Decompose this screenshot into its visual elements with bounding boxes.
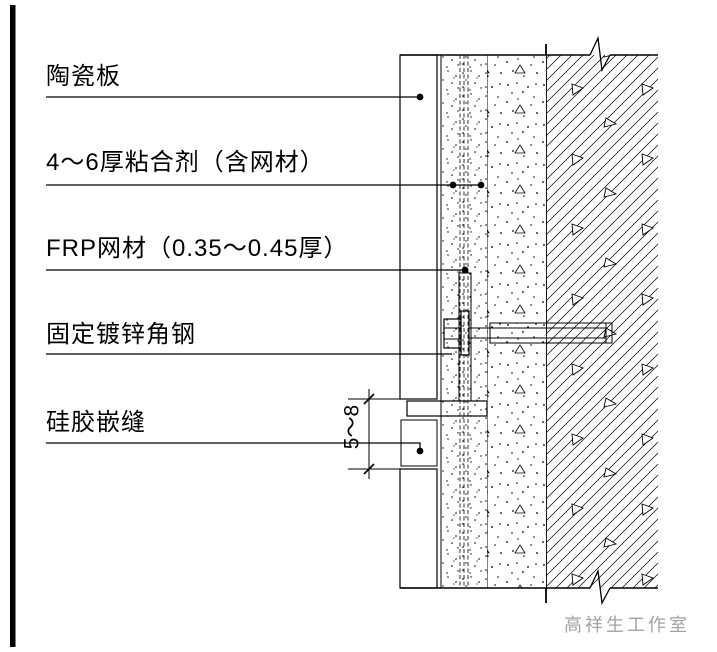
- bolt-head: [443, 318, 462, 349]
- annotation-labels: 陶瓷板 4～6厚粘合剂（含网材） FRP网材（0.35～0.45厚） 固定镀锌角…: [46, 63, 348, 436]
- dimension-joint: 5～8: [341, 389, 400, 479]
- label-angle-steel: 固定镀锌角钢: [46, 321, 196, 348]
- label-adhesive: 4～6厚粘合剂（含网材）: [46, 149, 325, 176]
- dimension-tick-top: [363, 393, 375, 405]
- break-line-bottom: [589, 568, 611, 606]
- leader-lines: [46, 93, 485, 455]
- break-line-top: [589, 35, 611, 73]
- left-border-bar: [10, 5, 16, 647]
- marker-dot-frp-mesh: [461, 266, 469, 274]
- leveling-layer: [486, 55, 546, 588]
- marker-dot-ceramic-panel: [416, 93, 424, 101]
- angle-steel-horizontal-leg: [406, 400, 488, 417]
- leader-silicone-seal: [46, 442, 421, 449]
- anchor-sleeve: [489, 322, 613, 344]
- dimension-tick-bottom: [363, 463, 375, 475]
- marker-dot-adhesive-1: [449, 181, 457, 189]
- anchor-bolt: [443, 310, 613, 356]
- dimension-joint-width-text: 5～8: [341, 405, 364, 449]
- ceramic-panel-upper: [399, 54, 438, 400]
- marker-dot-adhesive-2: [477, 181, 485, 189]
- frp-mesh-lines: [459, 55, 469, 588]
- section-edges: [400, 35, 658, 606]
- watermark-studio: 高祥生工作室: [564, 615, 690, 635]
- label-frp-mesh: FRP网材（0.35～0.45厚）: [46, 235, 348, 262]
- ceramic-panel-lower: [399, 468, 438, 589]
- label-silicone-seal: 硅胶嵌缝: [46, 409, 146, 436]
- marker-dot-silicone-seal: [416, 447, 424, 455]
- label-ceramic-panel: 陶瓷板: [46, 63, 121, 90]
- wall-structure: [545, 44, 658, 603]
